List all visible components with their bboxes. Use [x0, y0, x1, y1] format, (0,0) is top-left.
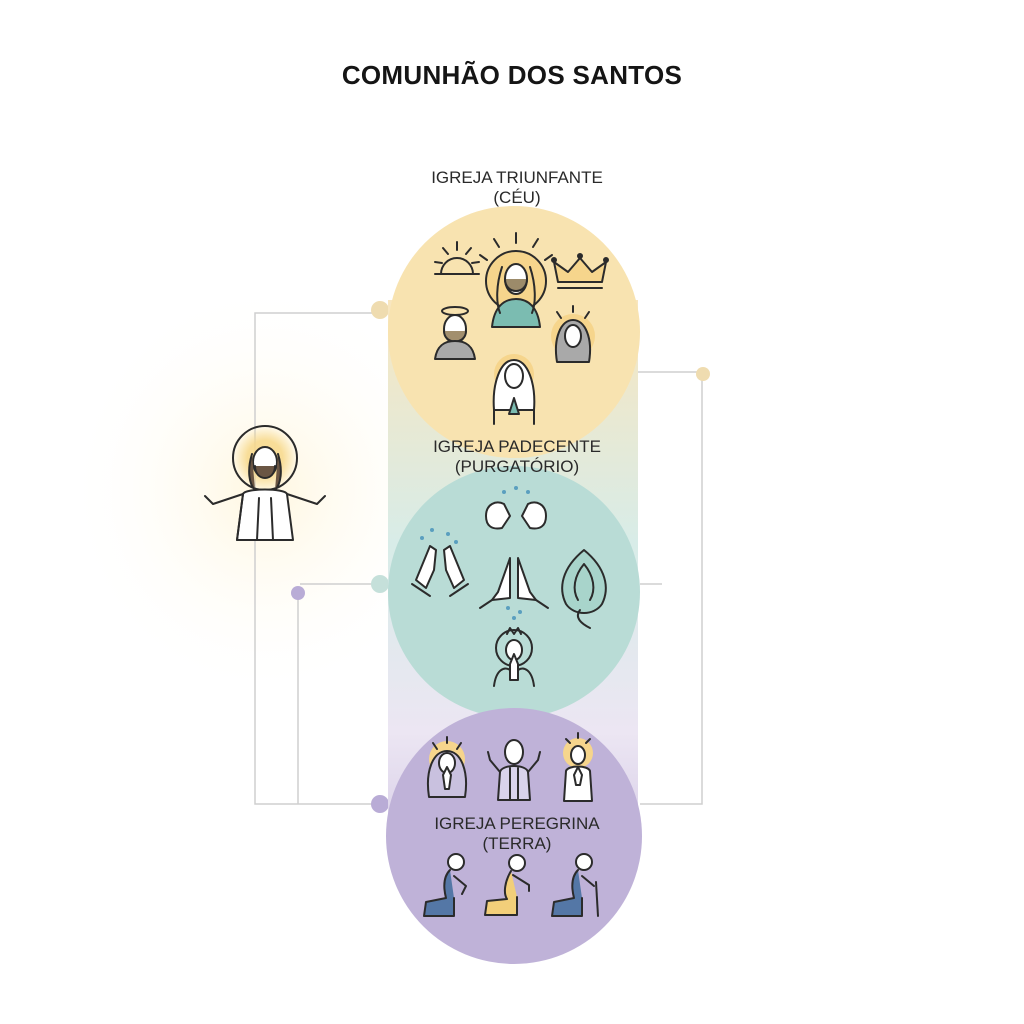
connector-left-outer: [254, 312, 378, 805]
orant-icon: [487, 739, 541, 801]
label-triunfante: IGREJA TRIUNFANTE (CÉU): [367, 168, 667, 208]
connector-right: [638, 371, 703, 805]
praying-saint-icon: [563, 732, 593, 802]
christ-icon: [479, 232, 553, 328]
diagram-title: COMUNHÃO DOS SANTOS: [341, 60, 683, 90]
icons-padecente: [411, 486, 607, 687]
label-triunfante-subtitle: (CÉU): [493, 188, 541, 207]
praying-crowned-icon: [493, 627, 535, 687]
praying-saint-icon: [492, 354, 536, 425]
label-padecente-name: IGREJA PADECENTE: [433, 437, 601, 456]
flame-icon: [561, 549, 607, 629]
kneeling-elder-icon: [551, 853, 599, 917]
kneeling-man-icon: [423, 853, 467, 917]
label-padecente-subtitle: (PURGATÓRIO): [454, 457, 580, 476]
circle-triunfante: [388, 206, 640, 458]
jesus-icon: [204, 425, 326, 541]
icons-peregrina: [423, 732, 599, 917]
sun-halo-icon: [434, 241, 480, 275]
crown-icon: [551, 253, 609, 289]
label-peregrina: IGREJA PEREGRINA (TERRA): [367, 814, 667, 854]
label-padecente: IGREJA PADECENTE (PURGATÓRIO): [367, 437, 667, 477]
connector-lines: [254, 312, 703, 805]
praying-woman-icon: [427, 736, 467, 798]
connector-dot-triunfante: [371, 301, 389, 319]
label-triunfante-name: IGREJA TRIUNFANTE: [431, 168, 603, 187]
connector-dot-right: [696, 367, 710, 381]
mary-icon: [551, 305, 595, 363]
label-peregrina-subtitle: (TERRA): [482, 834, 552, 853]
connector-dot-padecente: [371, 575, 389, 593]
connector-dot-peregrina: [371, 795, 389, 813]
connector-dot-left: [291, 586, 305, 600]
label-peregrina-name: IGREJA PEREGRINA: [434, 814, 600, 833]
saint-icon: [434, 306, 476, 360]
praying-hands-icon: [411, 528, 469, 597]
connector-dots: [291, 301, 710, 813]
icons-triunfante: [434, 232, 609, 425]
fists-icon: [485, 486, 547, 530]
kneeling-person-icon: [484, 854, 530, 916]
praying-hands-drops-icon: [479, 557, 549, 620]
circle-padecente: [388, 466, 640, 718]
